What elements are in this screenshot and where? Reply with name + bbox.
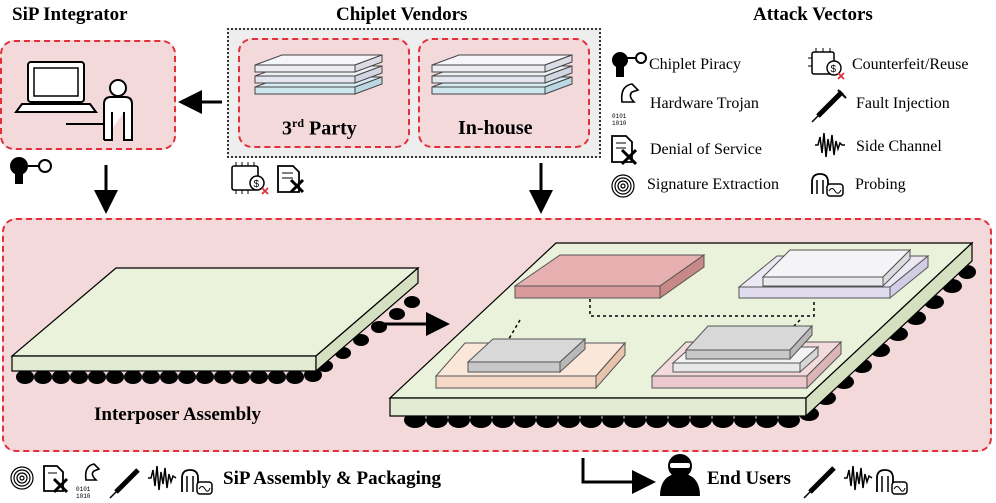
- hacker-icon: [660, 454, 700, 496]
- svg-text:$: $: [831, 64, 837, 75]
- in-house-label: In-house: [458, 117, 533, 139]
- key-icon: [612, 52, 647, 77]
- attack-label-chiplet-piracy: Chiplet Piracy: [649, 56, 741, 73]
- vendor-counterfeit-icon: $: [231, 162, 269, 195]
- syringe-icon: [811, 89, 847, 123]
- denial-doc-icon: [611, 135, 638, 166]
- third-party-word: Party: [304, 117, 357, 140]
- attack-label-fault-injection: Fault Injection: [856, 95, 950, 112]
- svg-text:0101: 0101: [76, 486, 91, 493]
- integrator-key-icon: [10, 157, 52, 184]
- integrator-header: SiP Integrator: [12, 4, 128, 25]
- computer-icon: [14, 61, 98, 113]
- bottom-fingerprint-icon: [10, 466, 34, 490]
- third-party-chiplet-stack: [254, 54, 383, 95]
- in-house-chiplet-stack: [431, 54, 573, 95]
- end-users-probe-icon: [876, 469, 908, 495]
- bottom-waveform-icon: [148, 465, 177, 491]
- interposer-board-right: [388, 241, 976, 428]
- trojan-icon: 0101 1010: [612, 83, 640, 127]
- bottom-probe-icon: [181, 469, 213, 495]
- counterfeit-chip-icon: $: [808, 48, 845, 80]
- end-users-syringe-icon: [803, 466, 836, 499]
- third-party-number: 3: [282, 117, 292, 140]
- vendor-denial-doc-icon: [277, 165, 305, 194]
- attack-label-signature: Signature Extraction: [647, 176, 779, 193]
- fingerprint-icon: [611, 174, 635, 198]
- attack-label-counterfeit: Counterfeit/Reuse: [852, 56, 969, 73]
- interposer-board-left: [10, 266, 420, 384]
- attack-header: Attack Vectors: [753, 4, 873, 25]
- bottom-syringe-icon: [109, 468, 140, 499]
- svg-text:1010: 1010: [612, 120, 627, 127]
- attack-label-probing: Probing: [855, 176, 906, 193]
- probe-icon: [811, 173, 844, 197]
- end-users-waveform-icon: [844, 465, 873, 491]
- attack-label-hardware-trojan: Hardware Trojan: [650, 95, 759, 112]
- third-party-label: 3rd Party: [282, 116, 357, 141]
- vendors-header: Chiplet Vendors: [336, 4, 468, 25]
- bottom-denial-doc-icon: [43, 465, 69, 494]
- svg-text:1010: 1010: [76, 493, 91, 500]
- packaging-label: SiP Assembly & Packaging: [223, 468, 441, 489]
- waveform-icon: [815, 132, 845, 158]
- svg-text:0101: 0101: [612, 113, 627, 120]
- third-party-superscript: rd: [292, 116, 304, 130]
- person-icon: [66, 79, 133, 141]
- svg-text:$: $: [254, 179, 260, 190]
- attack-label-denial: Denial of Service: [650, 141, 762, 158]
- attack-label-side-channel: Side Channel: [856, 138, 942, 155]
- end-users-label: End Users: [707, 468, 791, 489]
- interposer-assembly-label: Interposer Assembly: [94, 404, 261, 425]
- bottom-trojan-icon: 0101 1010: [76, 463, 101, 500]
